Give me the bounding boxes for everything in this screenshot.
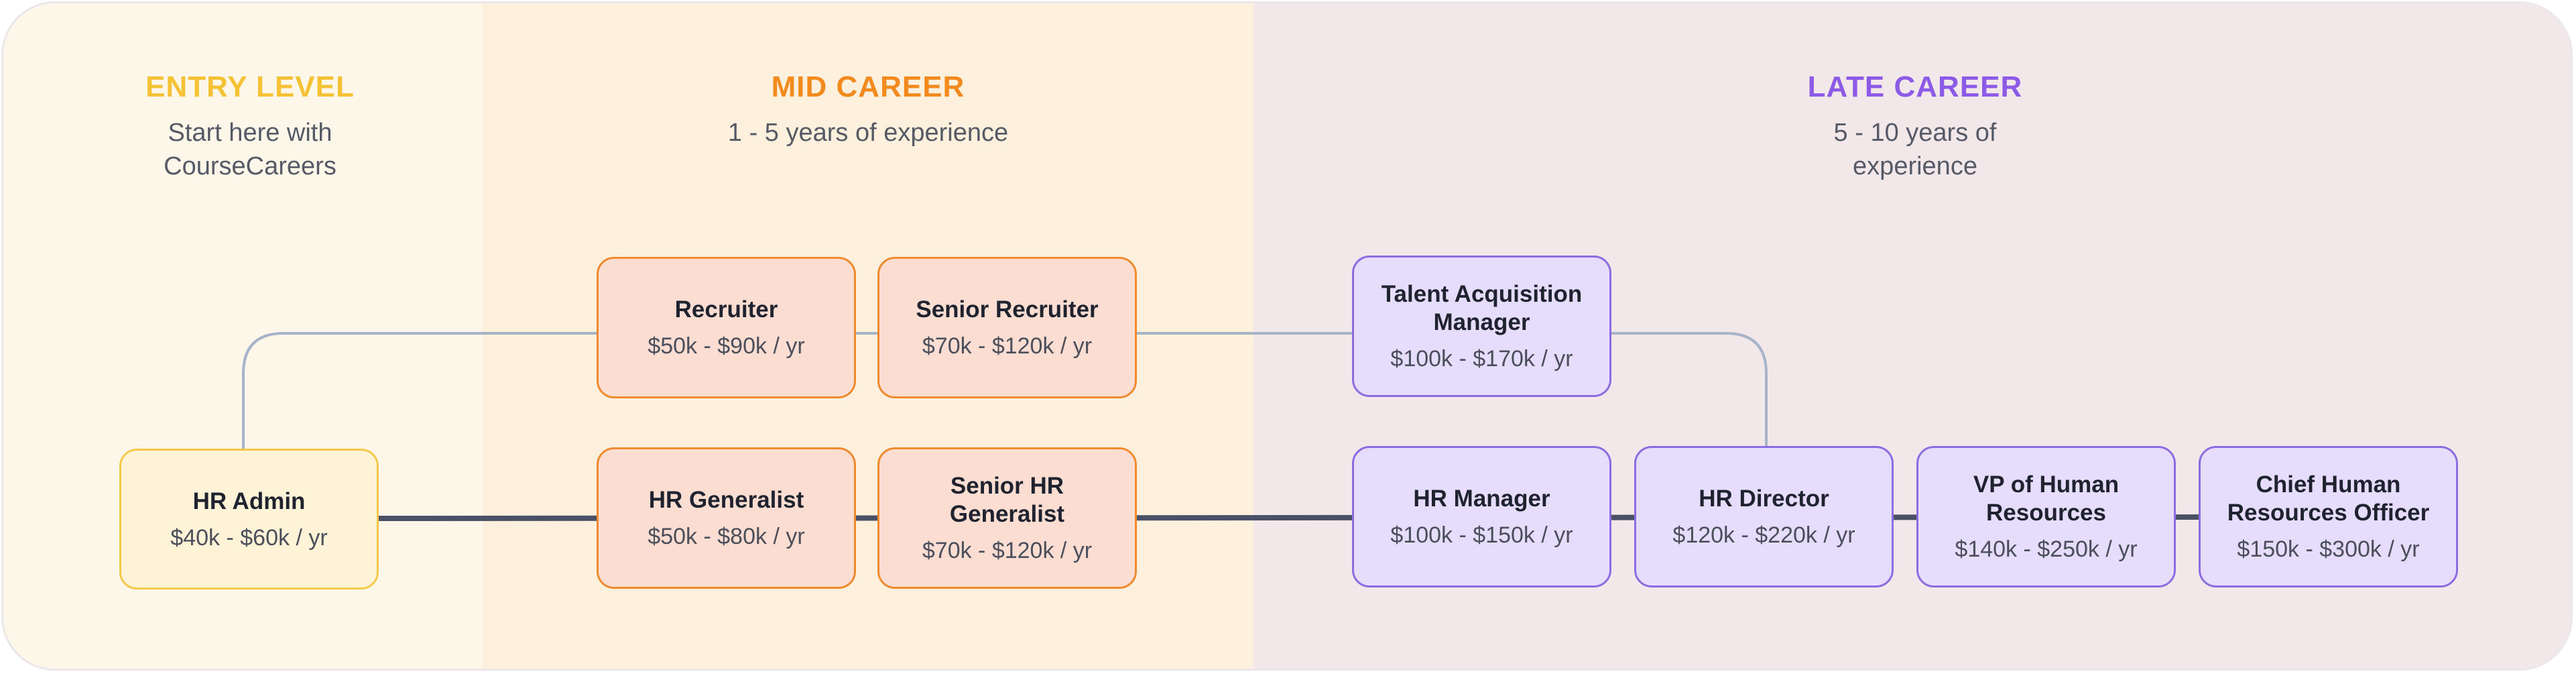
entry-level-subtitle: Start here with CourseCareers <box>164 119 336 180</box>
connector-talent-to-director <box>1611 332 1768 447</box>
node-salary: $100k - $170k / yr <box>1390 346 1573 372</box>
node-title: Senior Recruiter <box>916 296 1099 323</box>
node-salary: $50k - $90k / yr <box>648 333 805 359</box>
node-title: HR Director <box>1699 486 1829 512</box>
node-chief-hr-officer[interactable]: Chief Human Resources Officer $150k - $3… <box>2199 446 2458 587</box>
entry-level-title: ENTRY LEVEL <box>145 70 355 103</box>
node-hr-admin[interactable]: HR Admin $40k - $60k / yr <box>119 449 379 589</box>
mid-career-subtitle: 1 - 5 years of experience <box>727 119 1009 147</box>
node-vp-human-resources[interactable]: VP of Human Resources $140k - $250k / yr <box>1916 446 2176 587</box>
node-title: HR Admin <box>192 488 306 514</box>
node-title: Recruiter <box>674 296 778 323</box>
node-hr-manager[interactable]: HR Manager $100k - $150k / yr <box>1352 446 1611 587</box>
late-career-header: LATE CAREER 5 - 10 years of experience <box>1680 70 2150 183</box>
node-recruiter[interactable]: Recruiter $50k - $90k / yr <box>597 257 856 398</box>
node-title: VP of Human Resources <box>1973 471 2120 526</box>
node-talent-acquisition-manager[interactable]: Talent Acquisition Manager $100k - $170k… <box>1352 256 1611 397</box>
node-salary: $100k - $150k / yr <box>1390 522 1573 548</box>
node-salary: $70k - $120k / yr <box>922 333 1093 359</box>
node-salary: $70k - $120k / yr <box>922 538 1093 563</box>
node-title: Senior HR Generalist <box>949 473 1065 527</box>
node-title: HR Manager <box>1413 486 1550 512</box>
node-title: Talent Acquisition Manager <box>1381 281 1583 335</box>
connector-admin-to-recruiter <box>242 332 599 449</box>
late-career-title: LATE CAREER <box>1807 70 2023 103</box>
node-salary: $140k - $250k / yr <box>1955 537 2138 562</box>
mid-career-header: MID CAREER 1 - 5 years of experience <box>633 70 1103 150</box>
mid-career-title: MID CAREER <box>771 70 965 103</box>
node-salary: $150k - $300k / yr <box>2237 537 2420 562</box>
entry-level-header: ENTRY LEVEL Start here with CourseCareer… <box>15 70 485 183</box>
node-title: HR Generalist <box>648 487 804 513</box>
node-salary: $50k - $80k / yr <box>648 524 805 549</box>
node-title: Chief Human Resources Officer <box>2227 471 2430 526</box>
node-senior-hr-generalist[interactable]: Senior HR Generalist $70k - $120k / yr <box>877 447 1137 589</box>
node-salary: $40k - $60k / yr <box>170 524 328 551</box>
node-senior-recruiter[interactable]: Senior Recruiter $70k - $120k / yr <box>877 257 1137 398</box>
node-hr-generalist[interactable]: HR Generalist $50k - $80k / yr <box>597 447 856 589</box>
node-salary: $120k - $220k / yr <box>1672 522 1855 548</box>
late-career-subtitle: 5 - 10 years of experience <box>1833 119 1997 180</box>
node-hr-director[interactable]: HR Director $120k - $220k / yr <box>1634 446 1894 587</box>
